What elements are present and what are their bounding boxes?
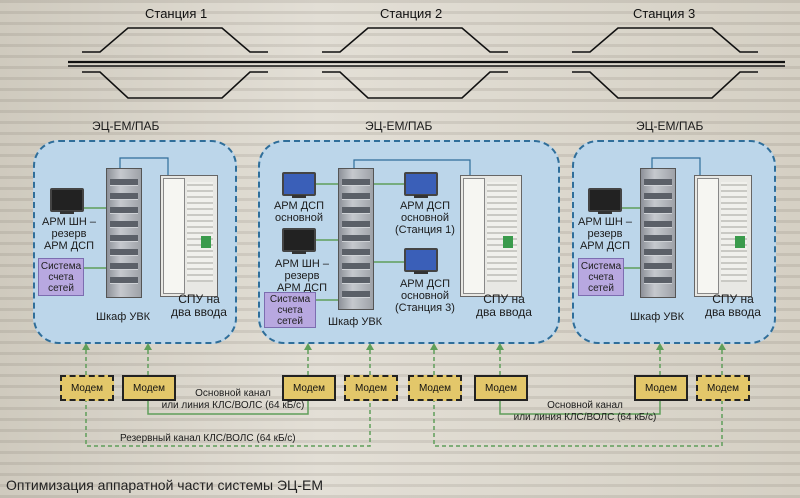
modem-4: Модем [344, 375, 398, 401]
station1-uvk-label: Шкаф УВК [96, 311, 151, 323]
modem-6: Модем [474, 375, 528, 401]
station2-title: Станция 2 [380, 6, 443, 21]
station2-uvk-label: Шкаф УВК [328, 316, 383, 328]
station2-spu-cabinet [460, 175, 522, 297]
station3-system-label: ЭЦ-ЕМ/ПАБ [636, 119, 704, 133]
figure-caption: Оптимизация аппаратной части системы ЭЦ-… [6, 477, 324, 493]
station3-uvk-rack [640, 168, 676, 298]
modem-2: Модем [122, 375, 176, 401]
station2-system-label: ЭЦ-ЕМ/ПАБ [365, 119, 433, 133]
modem-1: Модем [60, 375, 114, 401]
siding-station1-bottom [82, 71, 268, 99]
modem-7: Модем [634, 375, 688, 401]
track-layout [68, 27, 785, 99]
siding-station2-top [322, 27, 508, 53]
station1-system-label: ЭЦ-ЕМ/ПАБ [92, 119, 160, 133]
modem-5: Модем [408, 375, 462, 401]
siding-station3-top [572, 27, 758, 53]
station1-spu-cabinet [160, 175, 218, 297]
modem-8: Модем [696, 375, 750, 401]
station3-title: Станция 3 [633, 6, 696, 21]
station2-uvk-rack [338, 168, 374, 310]
station3-uvk-label: Шкаф УВК [630, 311, 685, 323]
station3-spu-cabinet [694, 175, 752, 297]
siding-station2-bottom [322, 71, 508, 99]
siding-station1-top [82, 27, 268, 53]
reserve-channel-label: Резервный канал КЛС/ВОЛС (64 кБ/с) [120, 433, 296, 444]
station1-uvk-rack [106, 168, 142, 298]
station1-title: Станция 1 [145, 6, 208, 21]
modem-3: Модем [282, 375, 336, 401]
siding-station3-bottom [572, 71, 758, 99]
